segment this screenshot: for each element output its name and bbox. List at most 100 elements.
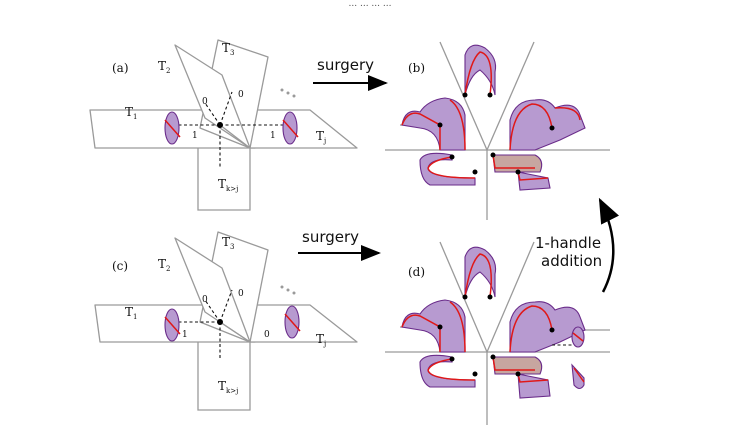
plane-line bbox=[486, 241, 535, 353]
edge-mark: 1 bbox=[270, 131, 276, 141]
sheet-right bbox=[509, 99, 586, 151]
panel-c: (c) T2 T3 T1 Tj Tk>j 0 0 1 0 bbox=[94, 231, 358, 411]
intersection-line bbox=[219, 124, 251, 149]
disk-left-edge bbox=[164, 119, 181, 138]
sheet-dot bbox=[549, 327, 555, 333]
panel-label-d: (d) bbox=[408, 265, 425, 279]
vertex-dot bbox=[217, 122, 223, 128]
sheet-dot bbox=[462, 294, 468, 300]
edge-mark: 1 bbox=[182, 330, 188, 340]
sheet-dot bbox=[472, 371, 478, 377]
intersection-line bbox=[219, 321, 251, 343]
sheet-right bbox=[509, 301, 586, 353]
torus-label: Tj bbox=[316, 129, 326, 145]
edge-mark: 1 bbox=[192, 131, 198, 141]
panel-label-a: (a) bbox=[112, 61, 129, 75]
sheet-left-edge2 bbox=[449, 99, 466, 151]
sheet-bottom-right bbox=[492, 356, 543, 375]
panel-label-c: (c) bbox=[112, 259, 128, 273]
sheet-dot bbox=[449, 356, 455, 362]
sheet-dot bbox=[487, 92, 493, 98]
sheet-small-edge bbox=[517, 373, 549, 383]
panel-label-b: (b) bbox=[408, 61, 425, 75]
sheet-top-edge bbox=[464, 51, 492, 96]
sheet-left-edge2 bbox=[449, 301, 466, 353]
handle-arrow: 1-handle addition bbox=[535, 197, 620, 293]
sheet-dot bbox=[490, 152, 496, 158]
ellipsis-dot bbox=[280, 88, 284, 92]
edge-d2 bbox=[219, 91, 233, 126]
ellipsis-dot bbox=[280, 285, 284, 289]
edge-mark: 0 bbox=[264, 330, 270, 340]
handle-piece-edge bbox=[573, 367, 585, 383]
sheet-dot bbox=[515, 371, 521, 377]
ellipsis-dot bbox=[286, 91, 290, 95]
sheet-left-edge bbox=[401, 314, 441, 352]
sheet-left bbox=[401, 97, 466, 151]
torus-label: T2 bbox=[158, 59, 170, 75]
sheet-bottom-right-edge bbox=[492, 154, 535, 169]
sheet-bottom-left-edge bbox=[427, 156, 476, 179]
handle-disk-edge bbox=[572, 332, 584, 342]
ellipsis-dot bbox=[292, 94, 296, 98]
surgery-label-bottom: surgery bbox=[302, 228, 359, 246]
ellipsis-dot bbox=[286, 288, 290, 292]
edge-d2 bbox=[219, 289, 233, 323]
torus-label: T1 bbox=[125, 105, 137, 121]
sheet-bottom-right-edge bbox=[492, 356, 535, 371]
plane-tk bbox=[197, 148, 251, 211]
torus-label: T1 bbox=[125, 305, 137, 321]
edge-mark: 0 bbox=[202, 97, 208, 107]
handle-label-2: addition bbox=[541, 252, 602, 270]
vertex-dot bbox=[217, 319, 223, 325]
edge-d1 bbox=[204, 299, 221, 323]
panel-b: (b) bbox=[385, 41, 610, 220]
disk-right-edge bbox=[284, 313, 301, 332]
handle-label-1: 1-handle bbox=[535, 234, 601, 252]
plane-line bbox=[486, 41, 535, 151]
disk-right-edge bbox=[282, 119, 299, 138]
sheet-dot bbox=[549, 125, 555, 131]
plane-tk bbox=[197, 342, 251, 411]
sheet-dot bbox=[487, 294, 493, 300]
sheet-small bbox=[517, 171, 551, 191]
plane-tj bbox=[249, 109, 358, 149]
torus-label: T3 bbox=[222, 235, 234, 251]
torus-label: Tk>j bbox=[218, 177, 238, 193]
sheet-bottom-left-edge bbox=[427, 358, 476, 381]
torus-label: T2 bbox=[158, 257, 170, 273]
surgery-arrow-top: surgery bbox=[313, 56, 388, 91]
panel-a: (a) T2 T3 T1 Tj Tk>j 0 0 1 1 bbox=[89, 39, 358, 211]
sheet-left bbox=[401, 299, 466, 353]
torus-label: Tj bbox=[316, 332, 326, 348]
sheet-small-edge bbox=[517, 171, 549, 181]
torus-label: T3 bbox=[222, 41, 234, 57]
sheet-right-edge2 bbox=[554, 107, 581, 121]
sheet-dot bbox=[490, 354, 496, 360]
sheet-left-edge bbox=[401, 112, 441, 150]
torus-label: Tk>j bbox=[218, 379, 238, 395]
sheet-bottom-right bbox=[492, 154, 543, 173]
sheet-right-edge bbox=[509, 103, 553, 151]
edge-d1 bbox=[204, 102, 221, 126]
surgery-label-top: surgery bbox=[317, 56, 374, 74]
edge-mark: 0 bbox=[238, 90, 244, 100]
sheet-right-edge bbox=[509, 305, 553, 353]
sheet-dot bbox=[462, 92, 468, 98]
handle-piece bbox=[571, 363, 585, 390]
sheet-top-edge bbox=[464, 253, 492, 298]
edge-mark: 0 bbox=[238, 289, 244, 299]
edge-mark: 0 bbox=[202, 295, 208, 305]
panel-d: (d) bbox=[385, 241, 610, 425]
ellipsis-dot bbox=[292, 291, 296, 295]
sheet-dot bbox=[437, 324, 443, 330]
sheet-dot bbox=[472, 169, 478, 175]
sheet-dot bbox=[449, 154, 455, 160]
surgery-arrow-bottom: surgery bbox=[298, 228, 381, 261]
caption-fragment: ... ... ... ... bbox=[349, 0, 392, 9]
sheet-dot bbox=[515, 169, 521, 175]
sheet-small bbox=[517, 373, 551, 399]
disk-left-edge bbox=[164, 316, 181, 335]
sheet-dot bbox=[437, 122, 443, 128]
